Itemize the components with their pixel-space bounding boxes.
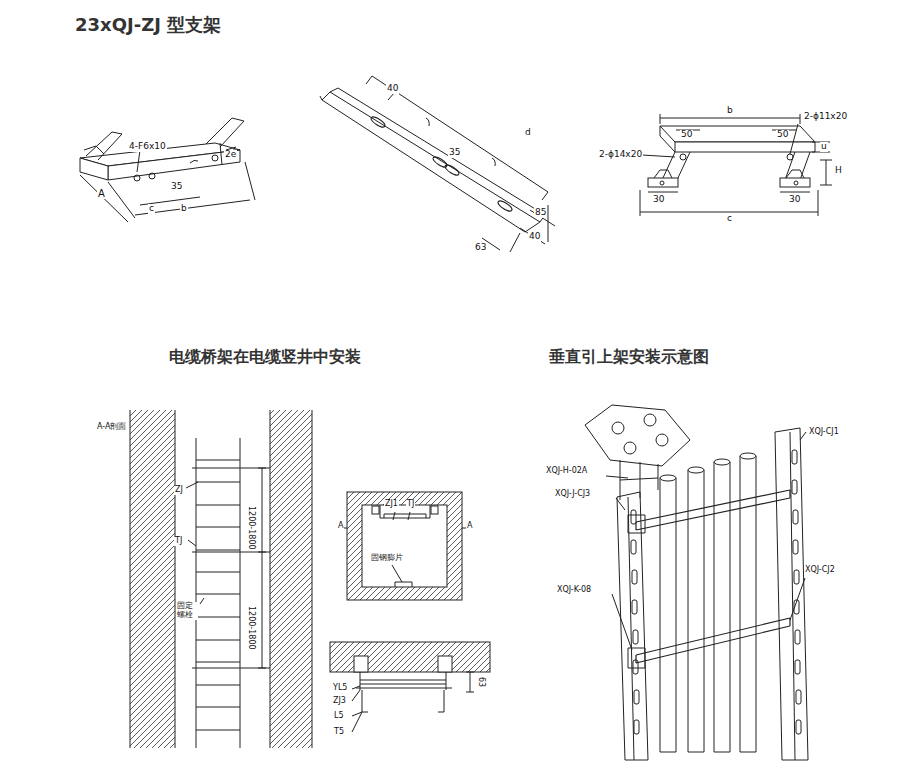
dimension-label: 35	[170, 182, 183, 192]
dimension-label: 50	[680, 130, 693, 140]
dimension-label: ZJ3	[332, 697, 347, 706]
dimension-label: 40	[386, 84, 399, 94]
dimension-label: 30	[652, 195, 665, 205]
dimension-label: ZJ	[174, 486, 184, 495]
dimension-label: u	[820, 142, 828, 152]
dimension-label: b	[726, 106, 734, 116]
dimension-label: 2e	[224, 150, 237, 160]
dimension-label: TJ	[406, 500, 415, 509]
dimension-label: XQJ-K-08	[556, 586, 592, 595]
dimension-label: A-A剖面	[96, 423, 127, 432]
dimension-label: 85	[534, 208, 547, 218]
dimension-label: 1200-1800	[246, 505, 255, 551]
dimension-label: H	[834, 166, 843, 176]
dimension-label: d	[524, 128, 532, 138]
dimension-label: c	[726, 214, 733, 224]
dimension-label: ZJ1	[384, 500, 399, 509]
dimension-label: XQJ-CJ2	[804, 566, 836, 575]
dimension-label: XQJ-J-CJ3	[554, 490, 591, 499]
dimension-label: A	[337, 522, 344, 531]
dimension-label: 4-F6x10	[128, 142, 167, 152]
dimension-label: 2-ϕ14x20	[598, 150, 643, 160]
section-heading: 电缆桥架在电缆竖井中安装	[168, 348, 362, 366]
dimension-label: 40	[528, 232, 541, 242]
dimension-label: 50	[776, 130, 789, 140]
dimension-label: A	[97, 188, 106, 199]
dimension-label: L5	[333, 712, 345, 721]
dimension-label: 2-ϕ11x20	[803, 112, 848, 122]
dimension-label: YL5	[332, 684, 348, 693]
dimension-label: 固钢膨片	[370, 554, 404, 563]
dimension-label: 30	[788, 195, 801, 205]
dimension-label: c	[148, 204, 155, 214]
dimension-label: b	[180, 204, 188, 214]
section-heading: 垂直引上架安装示意图	[548, 348, 710, 366]
dimension-label: T5	[333, 728, 345, 737]
dimension-label: 35	[448, 148, 461, 158]
dimension-label: XQJ-CJ1	[808, 428, 840, 437]
dimension-label: 63	[476, 676, 485, 688]
dimension-label: 1200-1800	[246, 605, 255, 651]
dimension-label: TJ	[174, 537, 183, 546]
dimension-label: 63	[474, 243, 487, 253]
dimension-label: A	[466, 522, 473, 531]
dimension-label: XQJ-H-02A	[545, 467, 588, 476]
page-title: 23xQJ-ZJ 型支架	[75, 13, 221, 37]
dimension-label: 固定 螺栓	[176, 602, 198, 620]
